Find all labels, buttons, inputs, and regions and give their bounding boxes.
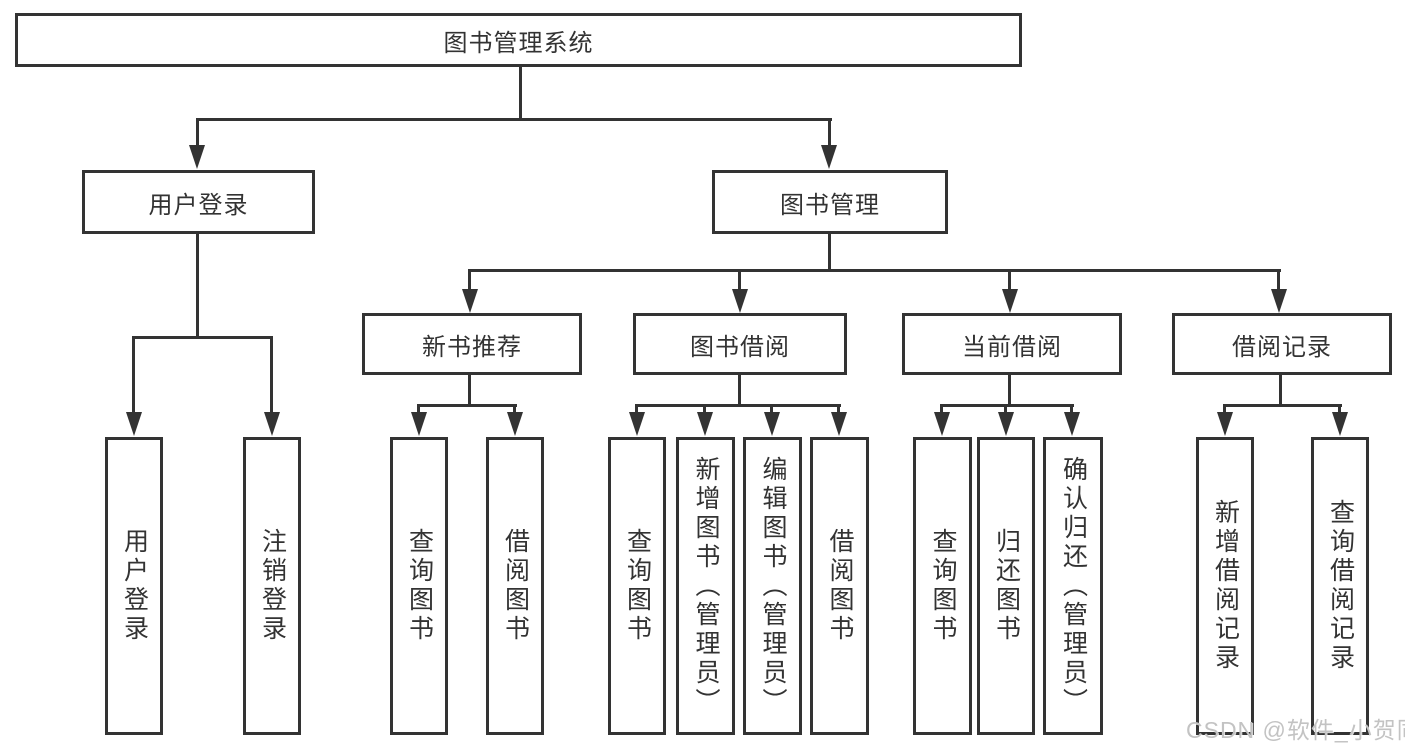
edge-to-leaf-logout-stem [270, 336, 273, 414]
edge-root-split [196, 118, 832, 121]
edge-to-recommend-stem [468, 269, 471, 291]
edge-current-split [940, 404, 1074, 407]
edge-current-leaf1-stem [940, 404, 943, 416]
node-book-borrowing: 图书借阅 [633, 313, 847, 375]
csdn-watermark: CSDN @软件_小贺同学 [1186, 717, 1405, 743]
node-borrowing-records: 借阅记录 [1172, 313, 1392, 375]
arrowhead-recommend-leaf2 [507, 412, 523, 436]
edge-borrowing-leaf3-stem [770, 404, 773, 416]
edge-to-user-login-stem [196, 118, 199, 148]
arrowhead-current-leaf2 [998, 412, 1014, 436]
leaf-logout: 注销登录 [243, 437, 301, 735]
arrowhead-to-leaf-logout [264, 412, 280, 436]
arrowhead-borrowing-leaf1 [629, 412, 645, 436]
leaf-user-login: 用户登录 [105, 437, 163, 735]
edge-book-management-split [469, 269, 1281, 272]
edge-root-stem [519, 67, 522, 120]
node-current-borrowing: 当前借阅 [902, 313, 1122, 375]
edge-recommend-leaf2-stem [513, 404, 516, 416]
arrowhead-to-user-login [189, 145, 205, 169]
arrowhead-records-leaf2 [1332, 412, 1348, 436]
arrowhead-recommend-leaf1 [411, 412, 427, 436]
edge-current-leaf2-stem [1004, 404, 1007, 416]
edge-user-login-split [132, 336, 273, 339]
arrowhead-current-leaf3 [1064, 412, 1080, 436]
leaf-query-books-recommend: 查询图书 [390, 437, 448, 735]
leaf-query-books-borrow: 查询图书 [608, 437, 666, 735]
edge-current-stem [1008, 375, 1011, 407]
node-book-management: 图书管理 [712, 170, 948, 234]
arrowhead-to-leaf-login [126, 412, 142, 436]
arrowhead-to-records [1271, 289, 1287, 313]
edge-records-leaf2-stem [1338, 404, 1341, 416]
arrowhead-to-book-management [821, 145, 837, 169]
arrowhead-to-current [1002, 289, 1018, 313]
leaf-add-borrow-record: 新增借阅记录 [1196, 437, 1254, 735]
edge-borrowing-stem [738, 375, 741, 407]
leaf-confirm-return-admin: 确认归还（管理员） [1043, 437, 1103, 735]
edge-to-book-management-stem [828, 118, 831, 148]
edge-to-records-stem [1277, 269, 1280, 291]
edge-to-leaf-login-stem [132, 336, 135, 414]
arrowhead-to-recommend [462, 289, 478, 313]
leaf-add-books-admin: 新增图书（管理员） [676, 437, 735, 735]
arrowhead-current-leaf1 [934, 412, 950, 436]
arrowhead-borrowing-leaf3 [764, 412, 780, 436]
node-new-book-recommendation: 新书推荐 [362, 313, 582, 375]
edge-records-stem [1279, 375, 1282, 407]
edge-borrowing-leaf1-stem [635, 404, 638, 416]
edge-to-borrowing-stem [738, 269, 741, 291]
edge-recommend-split [417, 404, 517, 407]
edge-book-management-stem [828, 234, 831, 272]
arrowhead-borrowing-leaf2 [697, 412, 713, 436]
arrowhead-borrowing-leaf4 [831, 412, 847, 436]
edge-records-split [1223, 404, 1342, 407]
edge-user-login-stem [196, 234, 199, 339]
edge-current-leaf3-stem [1070, 404, 1073, 416]
leaf-return-books: 归还图书 [977, 437, 1035, 735]
leaf-query-books-current: 查询图书 [913, 437, 972, 735]
leaf-borrow-books: 借阅图书 [810, 437, 869, 735]
leaf-borrow-books-recommend: 借阅图书 [486, 437, 544, 735]
arrowhead-records-leaf1 [1217, 412, 1233, 436]
edge-borrowing-leaf4-stem [837, 404, 840, 416]
edge-borrowing-split [635, 404, 841, 407]
leaf-query-borrow-record: 查询借阅记录 [1311, 437, 1369, 735]
edge-to-current-stem [1008, 269, 1011, 291]
leaf-edit-books-admin: 编辑图书（管理员） [743, 437, 802, 735]
edge-records-leaf1-stem [1223, 404, 1226, 416]
edge-recommend-stem [468, 375, 471, 407]
edge-borrowing-leaf2-stem [703, 404, 706, 416]
node-root-library-system: 图书管理系统 [15, 13, 1022, 67]
node-user-login: 用户登录 [82, 170, 315, 234]
edge-recommend-leaf1-stem [417, 404, 420, 416]
arrowhead-to-borrowing [732, 289, 748, 313]
